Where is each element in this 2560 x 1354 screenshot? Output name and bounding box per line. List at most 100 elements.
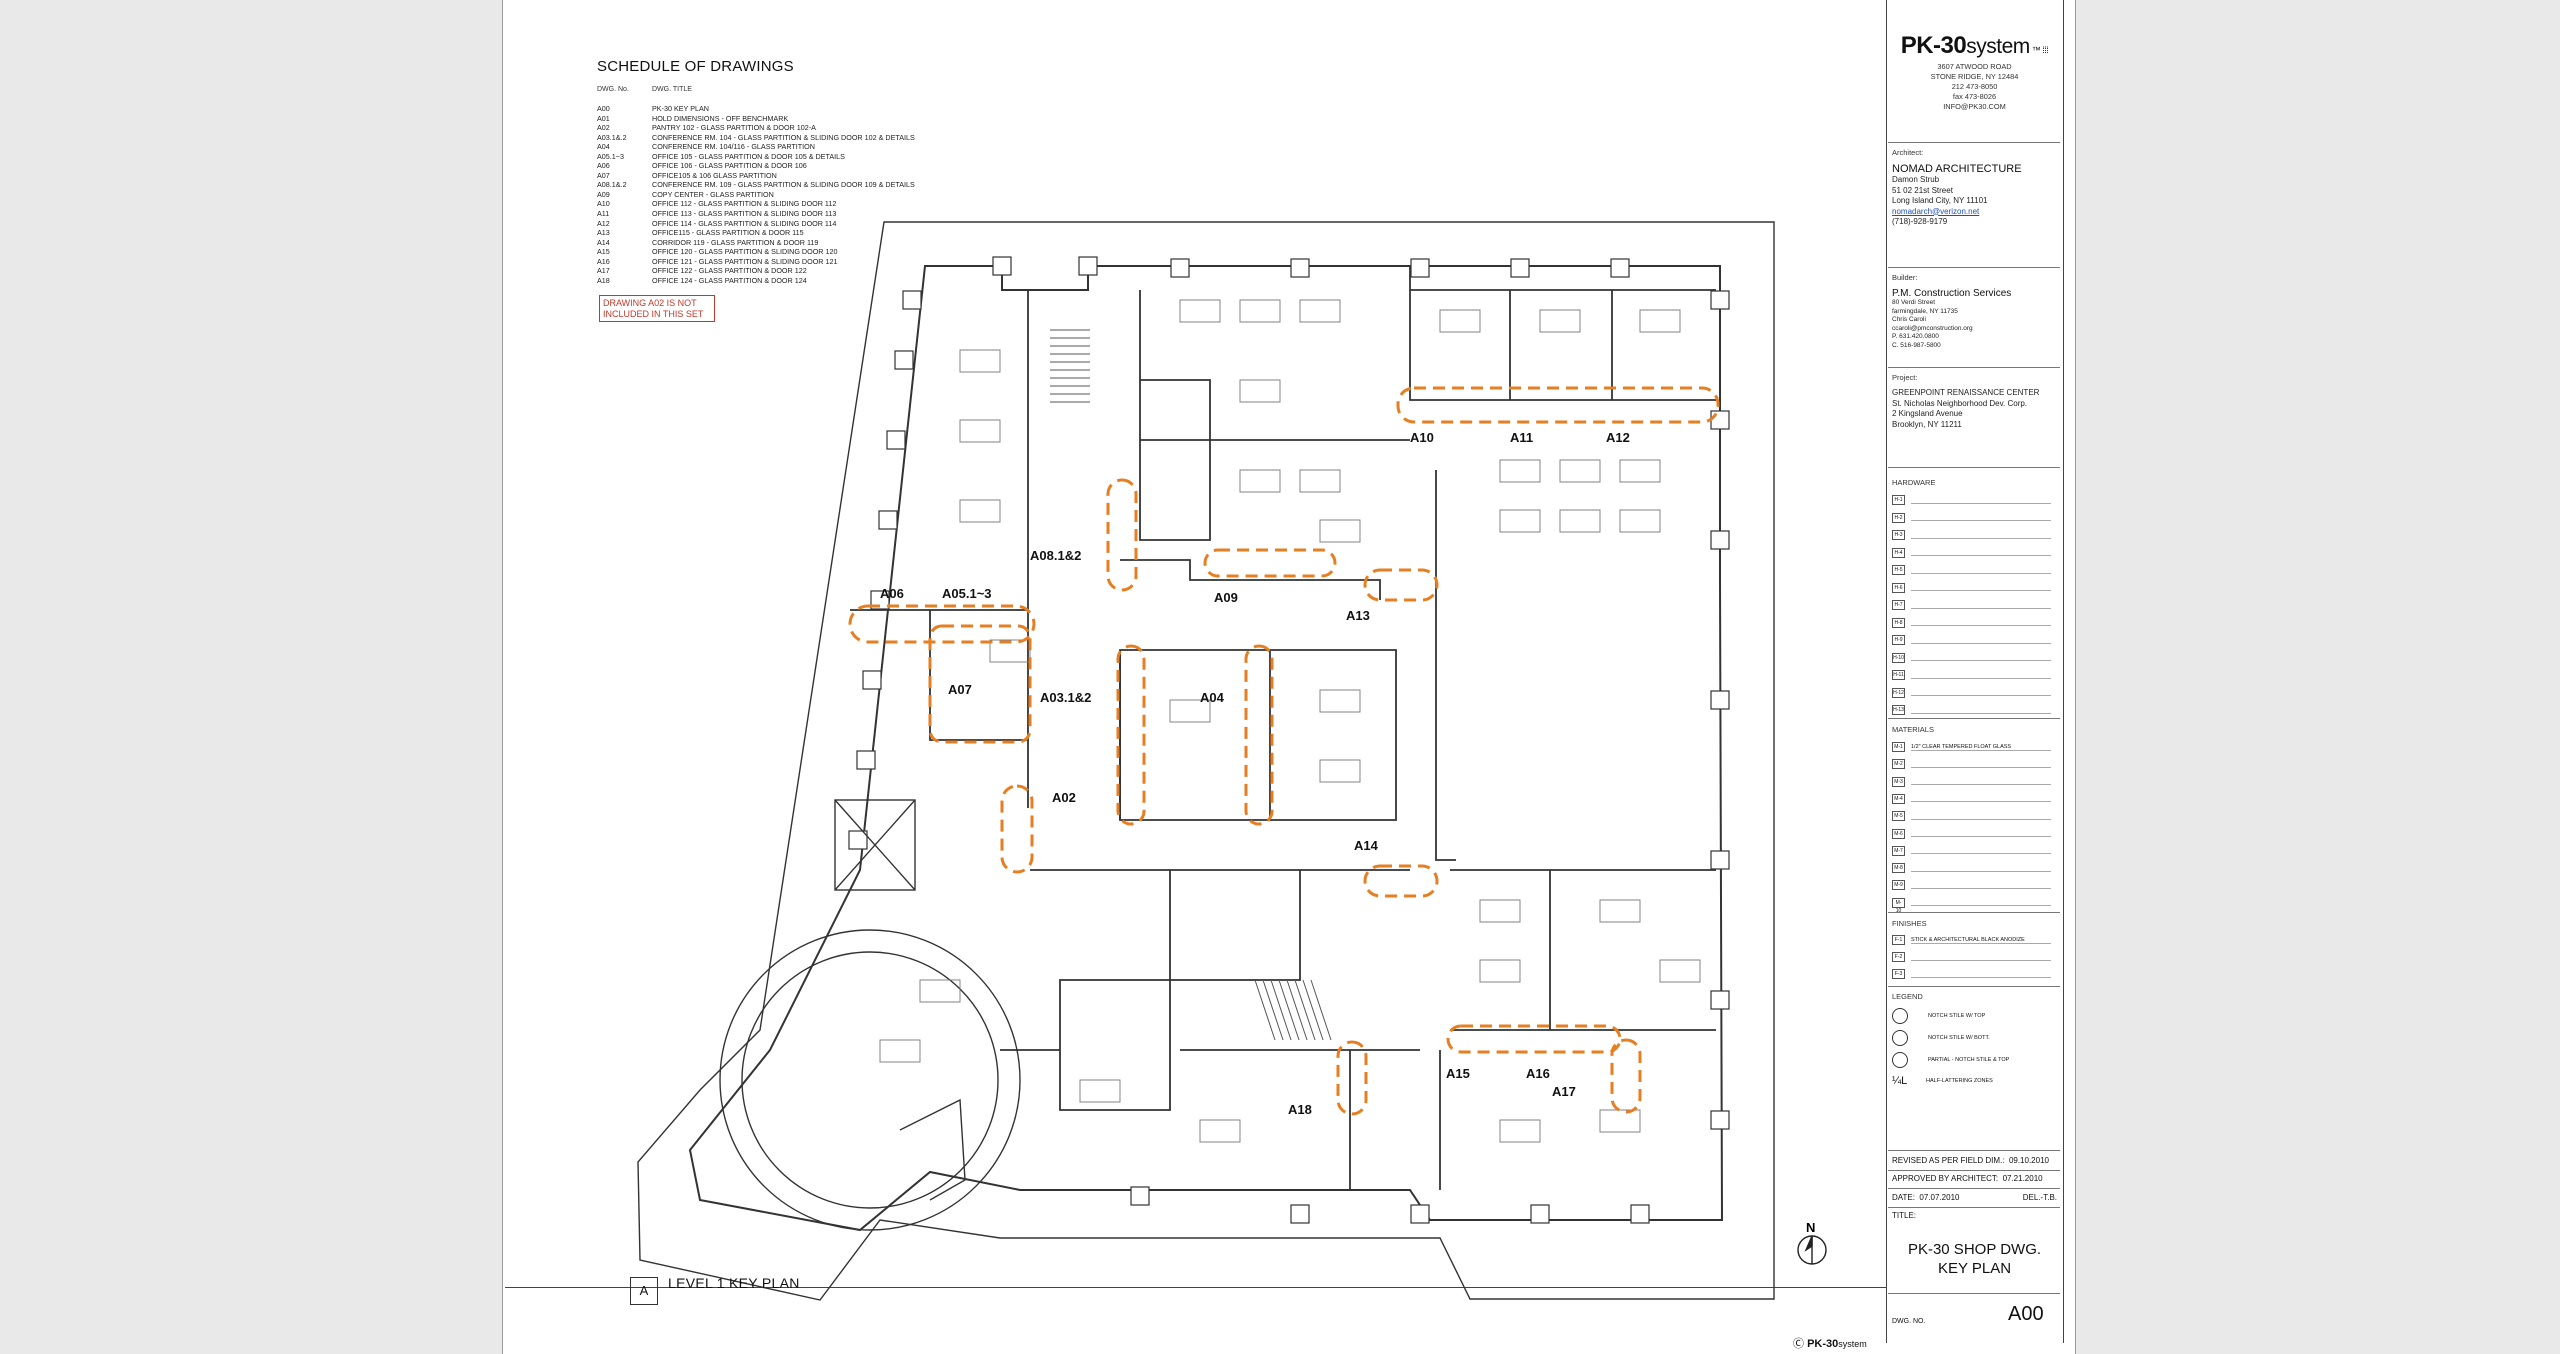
builder-section: Builder: P.M. Construction Services 80 V… [1892, 273, 2057, 350]
stair-tread [1286, 979, 1308, 1041]
callout-a15: A15 [1446, 1066, 1470, 1081]
legend-symbol-icon: ¼L [1892, 1075, 1908, 1087]
schedule-code-row: M-8 [1892, 863, 2051, 874]
text-line: INFO@PK30.COM [1943, 102, 2006, 111]
schedule-dwg-title: OFFICE 105 - GLASS PARTITION & DOOR 105 … [652, 151, 845, 161]
schedule-title: SCHEDULE OF DRAWINGS [597, 58, 794, 75]
north-arrow-icon [1797, 1235, 1827, 1265]
schedule-dwg-title: OFFICE 106 - GLASS PARTITION & DOOR 106 [652, 161, 807, 171]
architect-label: Architect: [1892, 148, 1924, 157]
schedule-code-row: H-5 [1892, 565, 2051, 575]
stair-tread [1278, 979, 1300, 1041]
code-cell: M-3 [1892, 776, 1905, 787]
builder-name: P.M. Construction Services [1892, 288, 2012, 299]
revised-label: REVISED AS PER FIELD DIM.: [1892, 1156, 2005, 1165]
desk [1639, 309, 1681, 333]
code-line [1911, 497, 2051, 504]
text-line: Chris Caroli [1892, 316, 1926, 323]
legend-text: PARTIAL - NOTCH STILE & TOP [1928, 1057, 2010, 1063]
code-cell: H-9 [1892, 635, 1905, 645]
schedule-code-row: M-9 [1892, 880, 2051, 891]
schedule-note: DRAWING A02 IS NOT INCLUDED IN THIS SET [599, 295, 715, 322]
finishes-label: FINISHES [1892, 919, 1927, 928]
schedule-header: DWG. No.DWG. TITLE [597, 86, 692, 93]
window-bay [1410, 1204, 1430, 1224]
legend-text: NOTCH STILE W/ TOP [1928, 1013, 1986, 1019]
date-value: 07.07.2010 [1919, 1193, 1960, 1202]
divider [1888, 467, 2060, 468]
code-line [1911, 672, 2051, 679]
text-line: 51 02 21st Street [1892, 185, 1953, 195]
stair-tread [1310, 979, 1332, 1041]
code-line [1911, 882, 2051, 889]
callout-a10: A10 [1410, 430, 1434, 445]
code-line [1911, 584, 2051, 591]
callout-a09: A09 [1214, 590, 1238, 605]
approved-label: APPROVED BY ARCHITECT: [1892, 1174, 1999, 1183]
builder-label: Builder: [1892, 273, 1918, 282]
legend-item: PARTIAL - NOTCH STILE & TOP [1892, 1052, 2009, 1068]
code-cell: M-1 [1892, 742, 1905, 752]
code-cell: M-9 [1892, 880, 1905, 891]
code-cell: H-8 [1892, 617, 1905, 628]
text-line: 212 473-8050 [1951, 82, 1998, 91]
schedule-dwg-no: A15 [597, 247, 610, 257]
desk [989, 639, 1031, 663]
text-line: Damon Strub [1892, 175, 1940, 184]
hardware-label: HARDWARE [1892, 478, 1936, 487]
code-line [1911, 899, 2051, 907]
schedule-dwg-title: CONFERENCE RM. 104/116 - GLASS PARTITION [652, 142, 815, 152]
callout-a04: A04 [1200, 690, 1224, 705]
schedule-code-row: H-6 [1892, 582, 2051, 593]
schedule-dwg-title: CONFERENCE RM. 109 - GLASS PARTITION & S… [652, 180, 915, 190]
window-bay [1130, 1186, 1150, 1206]
window-bay [902, 290, 922, 310]
callout-a13: A13 [1346, 608, 1370, 623]
callout-a06: A06 [880, 586, 904, 601]
desk [1439, 309, 1481, 333]
hardware-section: HARDWARE [1892, 478, 2057, 493]
code-line [1911, 865, 2051, 872]
schedule-dwg-no: A03.1&.2 [597, 132, 627, 142]
divider [1888, 912, 2060, 913]
code-line [1911, 514, 2051, 521]
window-bay [1710, 990, 1730, 1010]
architect-email-link[interactable]: nomadarch@verizon.net [1892, 206, 1980, 216]
code-cell: F-3 [1892, 969, 1905, 979]
text-line: P. 631.420.0800 [1892, 333, 1939, 340]
code-line [1911, 847, 2051, 855]
schedule-dwg-no: A12 [597, 218, 610, 228]
logo-light: system [1966, 35, 2030, 58]
desk [1199, 1119, 1241, 1143]
desk [1499, 459, 1541, 483]
building-outline [637, 221, 1775, 1301]
window-bay [1510, 258, 1530, 278]
legend-label: LEGEND [1892, 992, 1923, 1001]
schedule-dwg-title: CONFERENCE RM. 104 - GLASS PARTITION & S… [652, 132, 915, 142]
logo-bold: PK-30 [1900, 32, 1967, 59]
revised-date: 09.10.2010 [2008, 1156, 2049, 1165]
architect-name: NOMAD ARCHITECTURE [1892, 163, 2022, 175]
stair-tread [1302, 979, 1324, 1041]
code-line [1911, 689, 2051, 696]
code-cell: H-2 [1892, 512, 1905, 523]
text-line: St. Nicholas Neighborhood Dev. Corp. [1892, 398, 2028, 408]
schedule-code-row: H-8 [1892, 617, 2051, 628]
desk [1479, 899, 1521, 923]
schedule-dwg-no: A08.1&.2 [597, 180, 627, 190]
schedule-dwg-no: A17 [597, 266, 610, 276]
callout-a16: A16 [1526, 1066, 1550, 1081]
schedule-code-row: M-10 [1892, 897, 2051, 914]
callout-a17: A17 [1552, 1084, 1576, 1099]
project-label: Project: [1892, 373, 1918, 382]
code-line: STICK & ARCHITECTURAL BLACK ANODIZE [1911, 937, 2051, 944]
